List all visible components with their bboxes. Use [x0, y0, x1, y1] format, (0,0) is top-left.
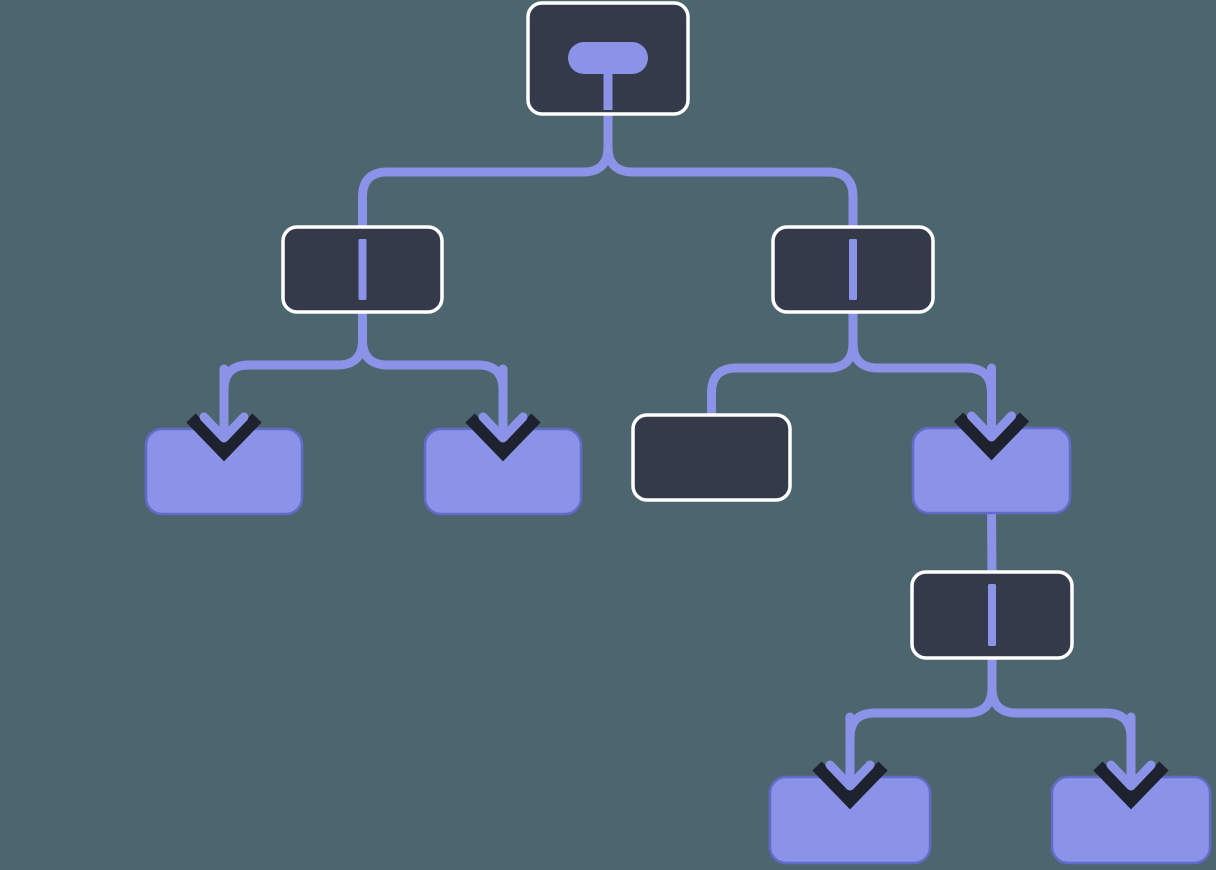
nodes-layer — [144, 1, 1212, 865]
arrow-chevron-shadow — [186, 413, 262, 462]
arrow-head — [478, 364, 528, 443]
arrow-head — [967, 363, 1016, 442]
edge-branch-right-to-leaf-dark — [707, 308, 858, 420]
arrow-chevron-shadow — [812, 761, 888, 810]
split-bar-icon — [849, 239, 857, 300]
edge-root-to-branch-left — [358, 110, 613, 232]
split-bar-icon — [358, 239, 367, 300]
arrow-chevron-shadow — [465, 413, 541, 462]
arrow-chevron-shadow — [953, 412, 1030, 461]
node-leaf-dark[interactable] — [631, 413, 792, 502]
edge-node-mid-purple-to-branch-low — [987, 508, 997, 578]
edge-root-to-branch-right — [603, 110, 858, 232]
arrow-head — [825, 712, 875, 791]
node-branch-right[interactable] — [771, 225, 935, 314]
split-bar-icon — [988, 584, 996, 646]
arrow-head — [199, 364, 249, 443]
root-pill-cap — [568, 42, 648, 74]
arrow-down-icon — [186, 364, 262, 462]
arrow-down-icon — [812, 712, 888, 810]
node-root[interactable] — [526, 1, 690, 116]
node-branch-left[interactable] — [281, 225, 444, 314]
root-pill-stem — [603, 58, 613, 110]
arrow-down-icon — [953, 363, 1030, 461]
arrow-chevron-shadow — [1093, 761, 1169, 810]
arrow-head — [1106, 712, 1156, 791]
arrow-down-icon — [465, 364, 541, 462]
arrows-layer — [186, 363, 1169, 810]
arrow-down-icon — [1093, 712, 1169, 810]
node-branch-low[interactable] — [910, 570, 1074, 660]
root-pill-icon — [568, 42, 648, 110]
node-leaf-dark-body — [631, 413, 792, 502]
